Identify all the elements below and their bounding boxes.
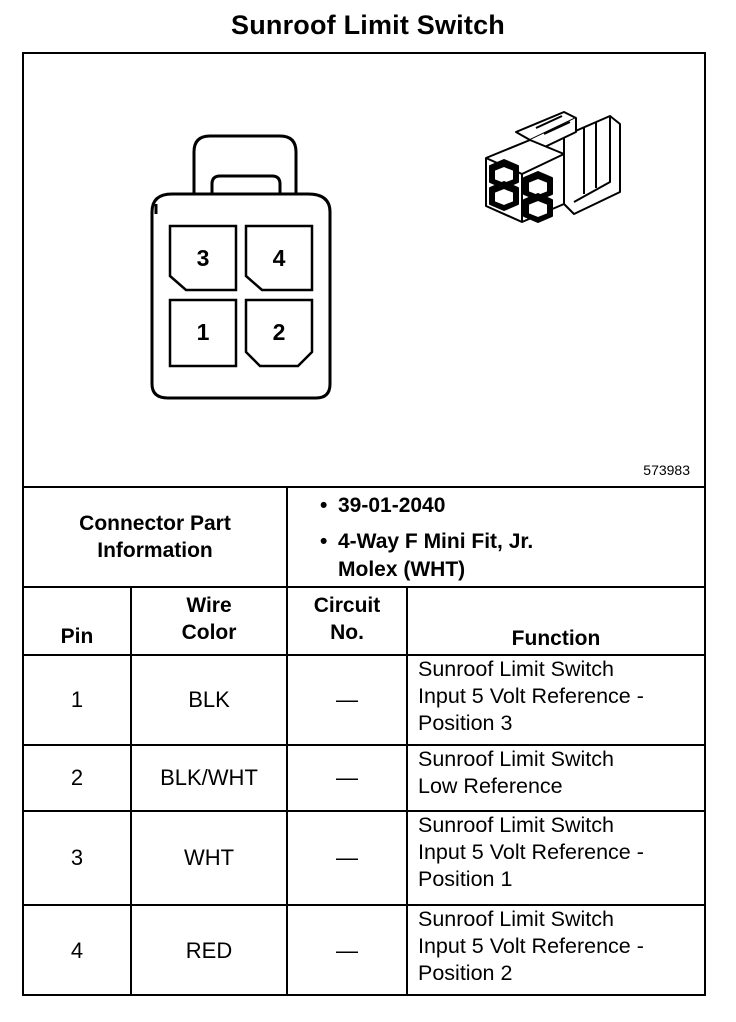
row-1-function-line3: Position 3	[418, 711, 513, 735]
row-3-function-line2: Input 5 Volt Reference -	[418, 840, 644, 864]
row-3-function: Sunroof Limit Switch Input 5 Volt Refere…	[408, 812, 704, 904]
cavity-4	[244, 224, 314, 292]
divider	[286, 486, 288, 586]
header-pin: Pin	[60, 625, 94, 648]
row-3-function-line1: Sunroof Limit Switch	[418, 813, 614, 837]
row-2-circuit: —	[336, 765, 358, 790]
part-info-label-line1: Connector Part	[79, 512, 231, 535]
divider	[24, 744, 704, 746]
row-1-function: Sunroof Limit Switch Input 5 Volt Refere…	[408, 656, 704, 744]
pin-label-1: 1	[197, 319, 210, 345]
part-info-list: 39-01-2040 4-Way F Mini Fit, Jr. Molex (…	[306, 492, 702, 584]
connector-diagram: 3 4 1 2	[24, 54, 704, 486]
divider	[130, 586, 132, 996]
row-3-circuit: —	[336, 845, 358, 870]
divider	[286, 586, 288, 996]
page-title: Sunroof Limit Switch	[231, 10, 505, 40]
row-2-pin: 2	[70, 765, 84, 790]
row-4-wire-color: RED	[185, 938, 233, 963]
divider	[24, 586, 704, 588]
row-4-function-line2: Input 5 Volt Reference -	[418, 934, 644, 958]
cavity-1	[168, 298, 238, 368]
connector-description: 4-Way F Mini Fit, Jr.	[306, 528, 702, 556]
row-4-function-line1: Sunroof Limit Switch	[418, 907, 614, 931]
row-1-function-line1: Sunroof Limit Switch	[418, 657, 614, 681]
part-number: 39-01-2040	[306, 492, 702, 520]
connector-drawing: 3 4 1 2	[150, 111, 621, 400]
divider	[406, 586, 408, 996]
cavity-3	[168, 224, 238, 292]
row-1-circuit: —	[336, 687, 358, 712]
row-4-function: Sunroof Limit Switch Input 5 Volt Refere…	[408, 906, 704, 996]
pin-cavities	[168, 224, 314, 368]
pin-label-2: 2	[273, 319, 286, 345]
pin-label-3: 3	[197, 245, 210, 271]
row-4-function-line3: Position 2	[418, 961, 513, 985]
row-2-function-line2: Low Reference	[418, 774, 563, 798]
row-4-circuit: —	[336, 938, 358, 963]
row-3-pin: 3	[70, 845, 84, 870]
divider	[24, 654, 704, 656]
connector-chart: 3 4 1 2	[22, 52, 706, 996]
row-2-function: Sunroof Limit Switch Low Reference	[408, 746, 704, 810]
row-3-wire-color: WHT	[183, 845, 235, 870]
header-circuit-line2: No.	[330, 621, 364, 644]
part-info-label: Connector Part Information	[24, 488, 286, 586]
row-1-wire-color: BLK	[188, 687, 230, 712]
divider	[24, 904, 704, 906]
figure-id: 573983	[643, 462, 690, 478]
header-wire-color-line1: Wire	[186, 594, 232, 617]
row-2-wire-color: BLK/WHT	[160, 765, 258, 790]
row-1-function-line2: Input 5 Volt Reference -	[418, 684, 644, 708]
row-4-pin: 4	[70, 938, 84, 963]
connector-description-cont: Molex (WHT)	[338, 558, 466, 581]
row-3-function-line3: Position 1	[418, 867, 513, 891]
header-circuit-no: Circuit No.	[288, 588, 406, 654]
connector-face	[150, 134, 332, 400]
divider	[24, 810, 704, 812]
divider	[24, 486, 704, 488]
row-2-function-line1: Sunroof Limit Switch	[418, 747, 614, 771]
cavity-2	[244, 298, 314, 368]
header-wire-color: Wire Color	[132, 588, 286, 654]
header-wire-color-line2: Color	[181, 621, 237, 644]
row-1-pin: 1	[70, 687, 84, 712]
pin-label-4: 4	[273, 245, 286, 271]
header-function: Function	[511, 627, 601, 650]
connector-3d-illustration	[485, 111, 621, 223]
part-info-label-line2: Information	[97, 539, 213, 562]
header-circuit-line1: Circuit	[313, 594, 381, 617]
